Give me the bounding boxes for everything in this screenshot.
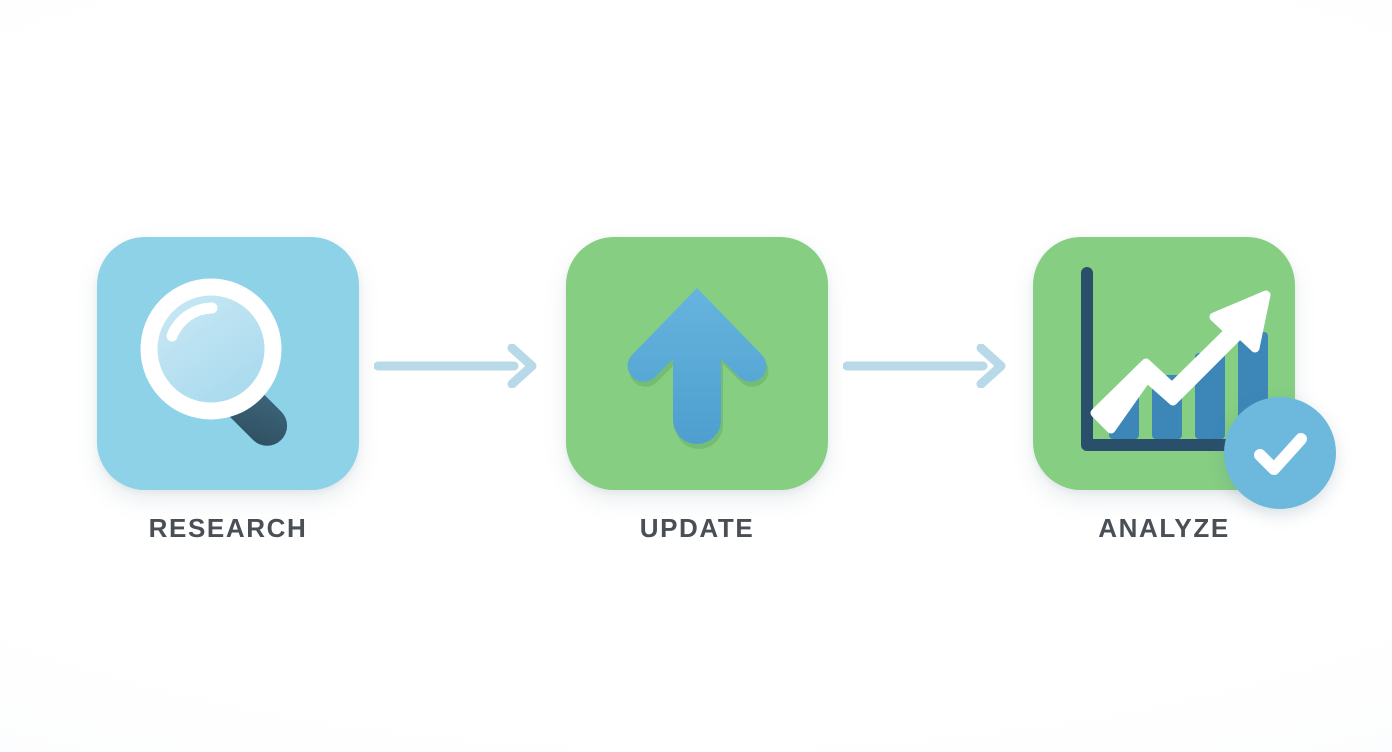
trend-arrow-icon	[1090, 290, 1271, 434]
check-icon	[1254, 433, 1307, 475]
check-circle-badge	[1224, 397, 1336, 509]
arrow-right-icon	[842, 343, 1006, 389]
arrow-up-icon	[627, 287, 769, 449]
step-label-research: RESEARCH	[148, 513, 308, 543]
growth-bar-chart-icon	[1081, 267, 1271, 451]
connector-research-to-update	[373, 343, 540, 389]
research-tile[interactable]	[97, 237, 359, 490]
step-label-update: UPDATE	[639, 513, 755, 543]
flow-step-research[interactable]: RESEARCH	[97, 237, 359, 541]
magnifying-glass-icon	[140, 278, 288, 446]
connector-update-to-analyze	[842, 343, 1009, 389]
step-label-analyze: ANALYZE	[1098, 513, 1230, 543]
update-tile[interactable]	[566, 237, 828, 490]
analyze-tile[interactable]	[1033, 237, 1336, 509]
flow-step-analyze[interactable]: ANALYZE	[1033, 237, 1336, 543]
analyze-tile-clip	[1033, 237, 1295, 490]
flow-step-update[interactable]: UPDATE	[566, 237, 828, 541]
arrow-right-icon	[373, 343, 537, 389]
